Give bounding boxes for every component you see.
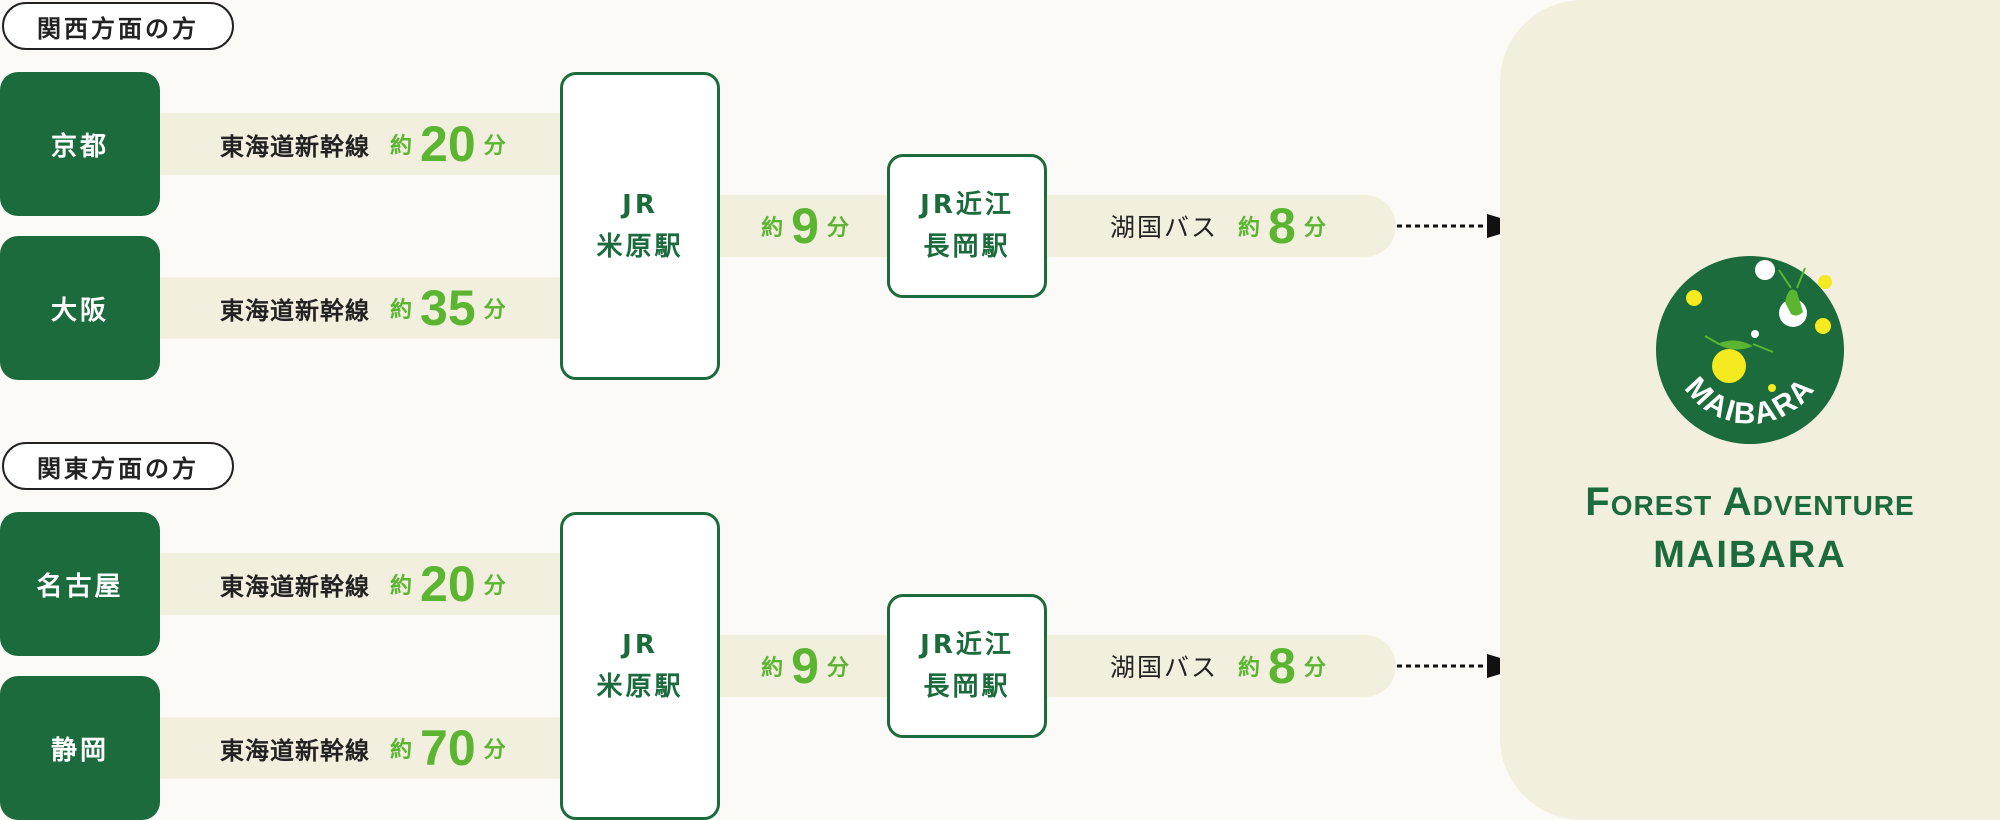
origin-nagoya: 名古屋 bbox=[0, 512, 160, 656]
minutes-value: 70 bbox=[420, 720, 476, 776]
minutes-unit: 分 bbox=[826, 216, 849, 241]
line-name: 東海道新幹線 bbox=[220, 132, 370, 161]
route-band-nagoya: 東海道新幹線 約 20 分 bbox=[155, 553, 565, 615]
section-header-kanto: 関東方面の方 bbox=[2, 442, 234, 490]
station-maibara: JR 米原駅 bbox=[560, 72, 720, 380]
station-line1: JR近江 bbox=[920, 190, 1014, 220]
approx-label: 約 bbox=[761, 656, 784, 681]
station-line2: 長岡駅 bbox=[923, 232, 1011, 262]
approx-label: 約 bbox=[1238, 216, 1261, 241]
approx-label: 約 bbox=[390, 298, 413, 323]
origin-kyoto: 京都 bbox=[0, 72, 160, 216]
approx-label: 約 bbox=[1238, 656, 1261, 681]
line-name: 東海道新幹線 bbox=[220, 736, 370, 765]
transfer-band: 約 9 分 bbox=[715, 195, 895, 257]
station-omi-nagaoka: JR近江 長岡駅 bbox=[887, 594, 1047, 738]
bus-name: 湖国バス bbox=[1110, 213, 1219, 242]
approx-label: 約 bbox=[390, 738, 413, 763]
route-band-shizuoka: 東海道新幹線 約 70 分 bbox=[155, 717, 565, 779]
station-line2: 長岡駅 bbox=[923, 672, 1011, 702]
minutes-value: 8 bbox=[1268, 198, 1296, 254]
destination-subtitle: MAIBARA bbox=[1500, 534, 2000, 577]
destination-title-line1: Forest Adventure bbox=[1585, 480, 1915, 524]
minutes-unit: 分 bbox=[483, 574, 506, 599]
line-name: 東海道新幹線 bbox=[220, 572, 370, 601]
destination-title-line2: MAIBARA bbox=[1653, 534, 1847, 576]
minutes-unit: 分 bbox=[483, 134, 506, 159]
approx-label: 約 bbox=[761, 216, 784, 241]
maibara-logo: MAIBARA bbox=[1656, 256, 1844, 444]
station-maibara: JR 米原駅 bbox=[560, 512, 720, 820]
minutes-value: 9 bbox=[791, 198, 819, 254]
origin-osaka: 大阪 bbox=[0, 236, 160, 380]
station-line1: JR近江 bbox=[920, 630, 1014, 660]
station-line1: JR bbox=[622, 630, 658, 660]
minutes-unit: 分 bbox=[1303, 216, 1326, 241]
minutes-unit: 分 bbox=[1303, 656, 1326, 681]
approx-label: 約 bbox=[390, 134, 413, 159]
bus-band: 湖国バス 約 8 分 bbox=[1040, 195, 1396, 257]
minutes-value: 20 bbox=[420, 116, 476, 172]
minutes-value: 8 bbox=[1268, 638, 1296, 694]
destination-title: Forest Adventure bbox=[1500, 480, 2000, 525]
bus-name: 湖国バス bbox=[1110, 653, 1219, 682]
minutes-unit: 分 bbox=[483, 738, 506, 763]
minutes-unit: 分 bbox=[826, 656, 849, 681]
station-line1: JR bbox=[622, 190, 658, 220]
station-omi-nagaoka: JR近江 長岡駅 bbox=[887, 154, 1047, 298]
minutes-value: 35 bbox=[420, 280, 476, 336]
bus-band: 湖国バス 約 8 分 bbox=[1040, 635, 1396, 697]
station-line2: 米原駅 bbox=[596, 232, 684, 262]
approx-label: 約 bbox=[390, 574, 413, 599]
minutes-value: 20 bbox=[420, 556, 476, 612]
transfer-band: 約 9 分 bbox=[715, 635, 895, 697]
station-line2: 米原駅 bbox=[596, 672, 684, 702]
origin-shizuoka: 静岡 bbox=[0, 676, 160, 820]
line-name: 東海道新幹線 bbox=[220, 296, 370, 325]
route-band-kyoto: 東海道新幹線 約 20 分 bbox=[155, 113, 565, 175]
minutes-value: 9 bbox=[791, 638, 819, 694]
minutes-unit: 分 bbox=[483, 298, 506, 323]
route-band-osaka: 東海道新幹線 約 35 分 bbox=[155, 277, 565, 339]
section-header-kansai: 関西方面の方 bbox=[2, 2, 234, 50]
